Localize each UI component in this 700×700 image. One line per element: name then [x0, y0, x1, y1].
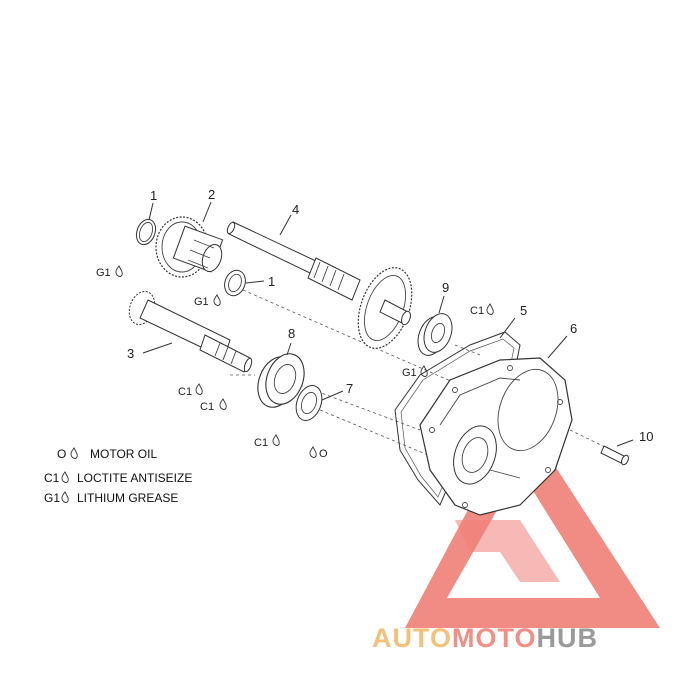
main-shaft-4: [226, 221, 413, 349]
legend-text-lithium-grease: LITHIUM GREASE: [77, 491, 178, 505]
part-number-4: 4: [292, 202, 299, 217]
bolt-10: [600, 445, 629, 466]
drive-gear-2: [155, 216, 224, 278]
drop-icon: [70, 447, 78, 459]
svg-text:AUTOMOTOHUB: AUTOMOTOHUB: [372, 623, 598, 653]
legend-code-c1: C1: [44, 471, 60, 485]
brand-hub: HUB: [537, 623, 599, 653]
drop-icon: [115, 265, 123, 277]
part-number-9: 9: [442, 280, 449, 295]
lubricant-legend: O MOTOR OIL C1 LOCTITE ANTISEIZE G1 LITH…: [44, 447, 192, 505]
part-number-6: 6: [570, 321, 577, 336]
brand-moto: MOTO: [452, 623, 537, 653]
part-number-8: 8: [288, 326, 295, 341]
bearing-9: [417, 313, 453, 356]
automotohub-logo: AUTOMOTOHUB: [372, 412, 660, 653]
legend-text-motor-oil: MOTOR OIL: [90, 447, 157, 461]
mark-c1-bearing9: C1: [470, 305, 484, 317]
part-number-10: 10: [639, 429, 653, 444]
part-number-7: 7: [346, 381, 353, 396]
part-number-1-upper: 1: [150, 188, 157, 203]
drop-icon: [195, 383, 203, 395]
bearing-8: [257, 353, 305, 408]
drop-icon: [219, 398, 227, 410]
part-number-5: 5: [520, 303, 527, 318]
mark-g1-gear: G1: [96, 267, 111, 279]
legend-code-o: O: [57, 447, 66, 461]
drop-icon: [486, 303, 494, 315]
assembly-guide-lines: [230, 289, 606, 461]
part-number-3: 3: [127, 346, 134, 361]
brand-auto: AUTO: [372, 623, 452, 653]
mark-c1-shaft-b: C1: [200, 401, 214, 413]
leader-lines: [142, 201, 634, 447]
drop-icon: [272, 434, 280, 446]
secondary-shaft-3: [128, 291, 253, 373]
mark-g1-shaft: G1: [194, 296, 209, 308]
part-number-1-lower: 1: [268, 274, 275, 289]
drop-icon: [420, 365, 428, 377]
part-numbers: 1 2 4 1 3 8 7 9 5 6 10: [127, 187, 653, 444]
transmission-cover-6: [419, 357, 573, 516]
oring-1-lower: [224, 269, 246, 297]
drop-icon: [61, 471, 69, 483]
mark-g1-bearing9: G1: [402, 367, 417, 379]
mark-o-seal7: O: [319, 448, 328, 460]
seal-7: [295, 385, 323, 421]
mark-c1-shaft-a: C1: [178, 386, 192, 398]
drop-icon: [213, 294, 221, 306]
mark-c1-bearing8: C1: [254, 437, 268, 449]
legend-text-loctite: LOCTITE ANTISEIZE: [77, 471, 192, 485]
part-number-2: 2: [208, 187, 215, 202]
lubricant-marks: G1 G1 C1 G1 C1 C1 C1 O: [96, 265, 494, 460]
oring-1-upper: [135, 218, 157, 246]
legend-code-g1: G1: [44, 491, 60, 505]
oil-drop-icon: [309, 446, 317, 458]
drop-icon: [61, 491, 69, 503]
